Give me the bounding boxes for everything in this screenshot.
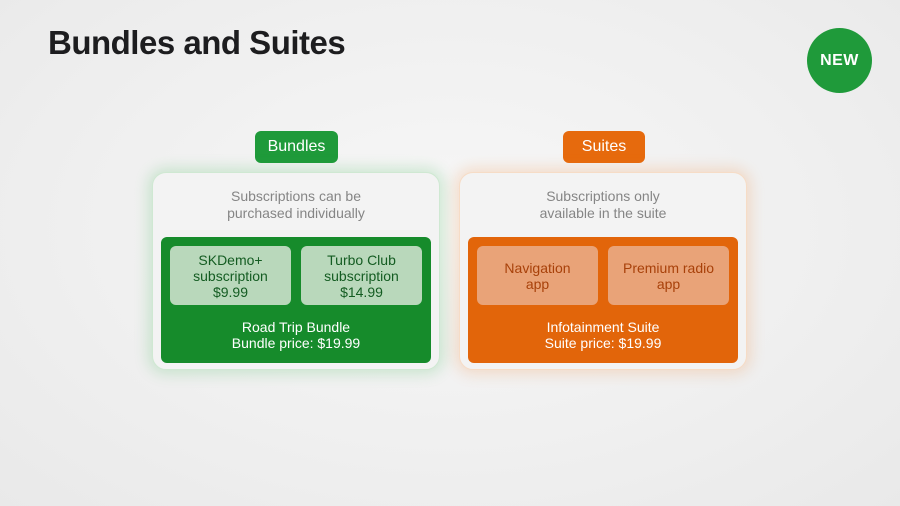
item-type: app [525,275,550,292]
suites-description-line: available in the suite [539,205,667,221]
bundles-tag: Bundles [255,131,338,163]
suites-tag: Suites [563,131,645,163]
item-price: $14.99 [340,283,383,300]
suite-footer: Infotainment Suite Suite price: $19.99 [468,319,738,351]
item-name: Premium radio [622,259,715,276]
suite-box: Navigation app Premium radio app Infotai… [468,237,738,363]
bundle-price: Bundle price: $19.99 [231,335,361,351]
item-type: subscription [324,267,399,284]
item-name: SKDemo+ [198,251,263,268]
suite-item-premium-radio: Premium radio app [608,246,729,305]
bundles-card: Subscriptions can be purchased individua… [152,172,440,370]
suite-item-navigation: Navigation app [477,246,598,305]
suites-description-line: Subscriptions only [546,188,660,204]
bundle-item-skdemo: SKDemo+ subscription $9.99 [170,246,291,305]
bundle-box: SKDemo+ subscription $9.99 Turbo Club su… [161,237,431,363]
slide-title: Bundles and Suites [48,24,346,61]
suites-card: Subscriptions only available in the suit… [459,172,747,370]
item-name: Navigation [504,259,571,276]
bundle-name: Road Trip Bundle [241,319,351,335]
bundles-description-line: purchased individually [227,205,365,221]
item-name: Turbo Club [327,251,396,268]
new-badge: NEW [807,28,872,93]
bundle-footer: Road Trip Bundle Bundle price: $19.99 [161,319,431,351]
bundles-description: Subscriptions can be purchased individua… [153,188,439,222]
bundles-description-line: Subscriptions can be [231,188,361,204]
item-type: app [656,275,681,292]
suite-price: Suite price: $19.99 [544,335,662,351]
suite-name: Infotainment Suite [546,319,660,335]
suites-description: Subscriptions only available in the suit… [460,188,746,222]
item-type: subscription [193,267,268,284]
bundle-item-turbo-club: Turbo Club subscription $14.99 [301,246,422,305]
item-price: $9.99 [212,283,249,300]
